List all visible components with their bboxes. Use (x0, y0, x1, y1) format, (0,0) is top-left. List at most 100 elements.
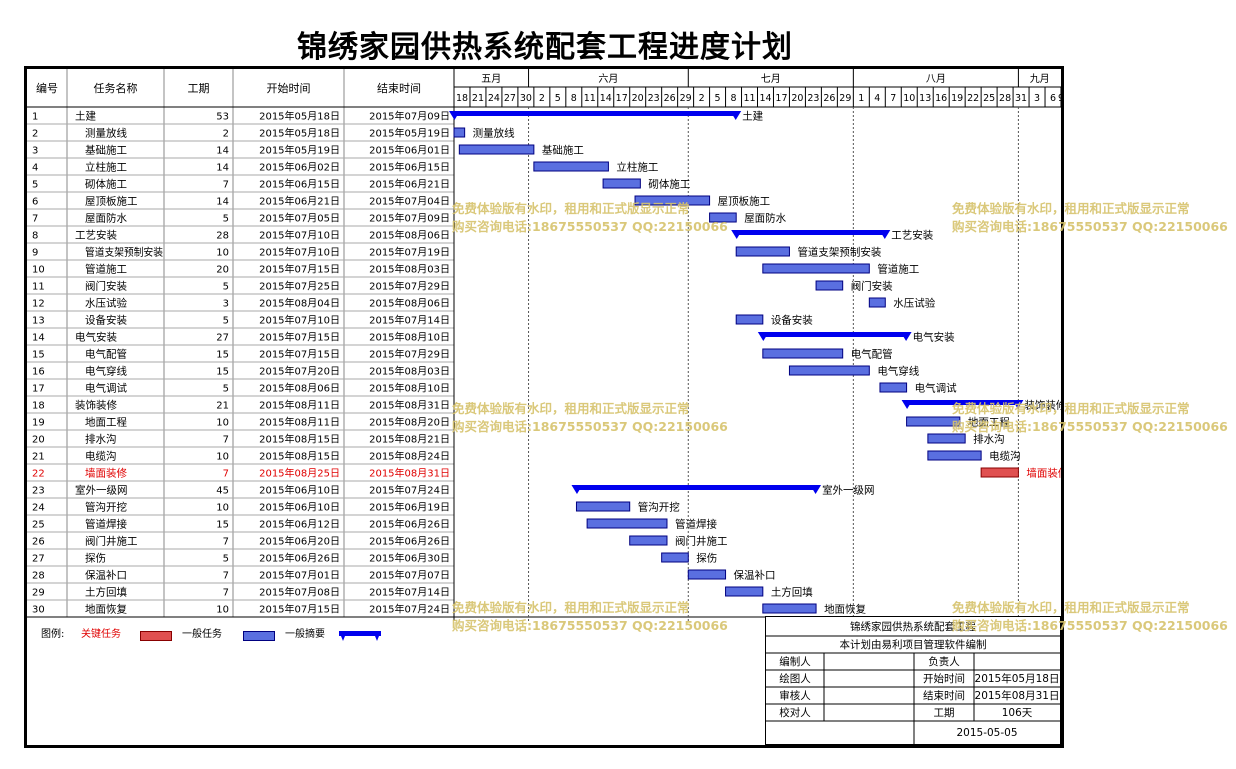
task-duration: 7 (223, 180, 229, 191)
task-end: 2015年07月19日 (369, 246, 450, 259)
task-bar (815, 280, 844, 291)
day-tick-label: 20 (632, 93, 644, 104)
column-header-duration: 工期 (188, 82, 210, 95)
critical-task-bar (980, 467, 1019, 478)
summary-bar (454, 111, 737, 116)
task-id: 13 (32, 316, 45, 327)
task-id: 28 (32, 571, 45, 582)
day-tick-label: 31 (1015, 93, 1027, 104)
bar-label: 电气安装 (913, 331, 955, 344)
title-block-drafter-label: 绘图人 (779, 672, 811, 685)
legend-summary-swatch (339, 631, 381, 641)
task-duration: 3 (223, 299, 229, 310)
task-id: 6 (32, 197, 38, 208)
task-name: 地面恢复 (85, 603, 127, 616)
bar-label: 管道焊接 (675, 518, 717, 531)
summary-bar (762, 332, 907, 337)
legend-summary-label: 一般摘要 (285, 629, 325, 640)
task-bar (735, 246, 790, 257)
task-duration: 15 (216, 367, 229, 378)
summary-bar-start-cap (901, 400, 913, 409)
title-block-compiler-label: 编制人 (779, 655, 811, 668)
day-tick-label: 10 (903, 93, 915, 104)
task-duration: 5 (223, 282, 229, 293)
task-id: 21 (32, 452, 45, 463)
task-end: 2015年08月24日 (369, 450, 450, 463)
task-name: 立柱施工 (85, 161, 127, 174)
title-block-start-label: 开始时间 (923, 672, 965, 685)
task-start: 2015年07月15日 (259, 331, 340, 344)
legend-normal-label: 一般任务 (182, 629, 222, 640)
task-start: 2015年08月11日 (259, 399, 340, 412)
bar-label: 探伤 (696, 552, 717, 565)
task-name: 砌体施工 (85, 178, 127, 191)
task-duration: 27 (216, 333, 229, 344)
day-tick-label: 6 (1050, 93, 1056, 104)
day-tick-label: 23 (648, 93, 660, 104)
title-block-project: 锦绣家园供热系统配套工程 (850, 620, 976, 633)
task-duration: 15 (216, 350, 229, 361)
task-bar (687, 569, 727, 580)
task-duration: 15 (216, 520, 229, 531)
task-id: 7 (32, 214, 38, 225)
task-duration: 7 (223, 588, 229, 599)
task-id: 17 (32, 384, 45, 395)
task-id: 2 (32, 129, 38, 140)
title-block-end-value: 2015年08月31日 (975, 689, 1060, 702)
column-header-end: 结束时间 (377, 82, 421, 95)
title-block-end-label: 结束时间 (923, 689, 965, 702)
bar-label: 墙面装修 (1026, 467, 1061, 480)
task-duration: 45 (216, 486, 229, 497)
title-block-reviewer-label: 审核人 (779, 689, 811, 702)
task-bar (586, 518, 668, 529)
task-bar (709, 212, 737, 223)
month-label: 七月 (761, 73, 781, 85)
column-header-start: 开始时间 (267, 81, 311, 95)
task-duration: 5 (223, 554, 229, 565)
task-duration: 10 (216, 248, 229, 259)
day-tick-label: 2 (539, 93, 545, 104)
task-id: 4 (32, 163, 38, 174)
task-id: 3 (32, 146, 38, 157)
month-label: 五月 (481, 73, 501, 85)
task-name: 屋顶板施工 (85, 195, 138, 208)
day-tick-label: 21 (472, 93, 484, 104)
task-bar (453, 127, 466, 138)
day-tick-label: 14 (600, 93, 612, 104)
summary-bar-end-cap (900, 332, 912, 341)
day-tick-label: 23 (807, 93, 819, 104)
day-tick-label: 3 (1034, 93, 1040, 104)
title-block-border (765, 616, 1061, 745)
bar-label: 土建 (742, 110, 763, 123)
task-bar (725, 586, 764, 597)
summary-bar-end-cap (1012, 400, 1024, 409)
task-duration: 14 (216, 146, 229, 157)
task-name: 水压试验 (85, 297, 127, 310)
task-start: 2015年05月18日 (259, 127, 340, 140)
task-start: 2015年06月15日 (259, 178, 340, 191)
day-tick-label: 27 (504, 93, 516, 104)
bar-label: 室外一级网 (822, 484, 875, 497)
task-bar (629, 535, 668, 546)
bar-label: 立柱施工 (616, 161, 658, 174)
task-bar (634, 195, 711, 206)
day-tick-label: 17 (775, 93, 787, 104)
task-duration: 28 (216, 231, 229, 242)
task-id: 26 (32, 537, 45, 548)
task-bar (927, 433, 966, 444)
task-start: 2015年05月19日 (259, 144, 340, 157)
day-tick-label: 28 (999, 93, 1011, 104)
bar-label: 装饰装修 (1024, 399, 1061, 412)
task-id: 18 (32, 401, 45, 412)
day-tick-label: 13 (919, 93, 931, 104)
task-end: 2015年05月19日 (369, 127, 450, 140)
task-bar (533, 161, 609, 172)
title-block-owner-label: 负责人 (928, 655, 960, 668)
task-name: 保温补口 (85, 569, 127, 582)
task-name: 测量放线 (85, 127, 127, 140)
legend-normal-swatch (243, 631, 275, 641)
task-end: 2015年06月30日 (369, 552, 450, 565)
task-name: 探伤 (85, 552, 106, 565)
title-block-checker-label: 校对人 (779, 706, 811, 719)
